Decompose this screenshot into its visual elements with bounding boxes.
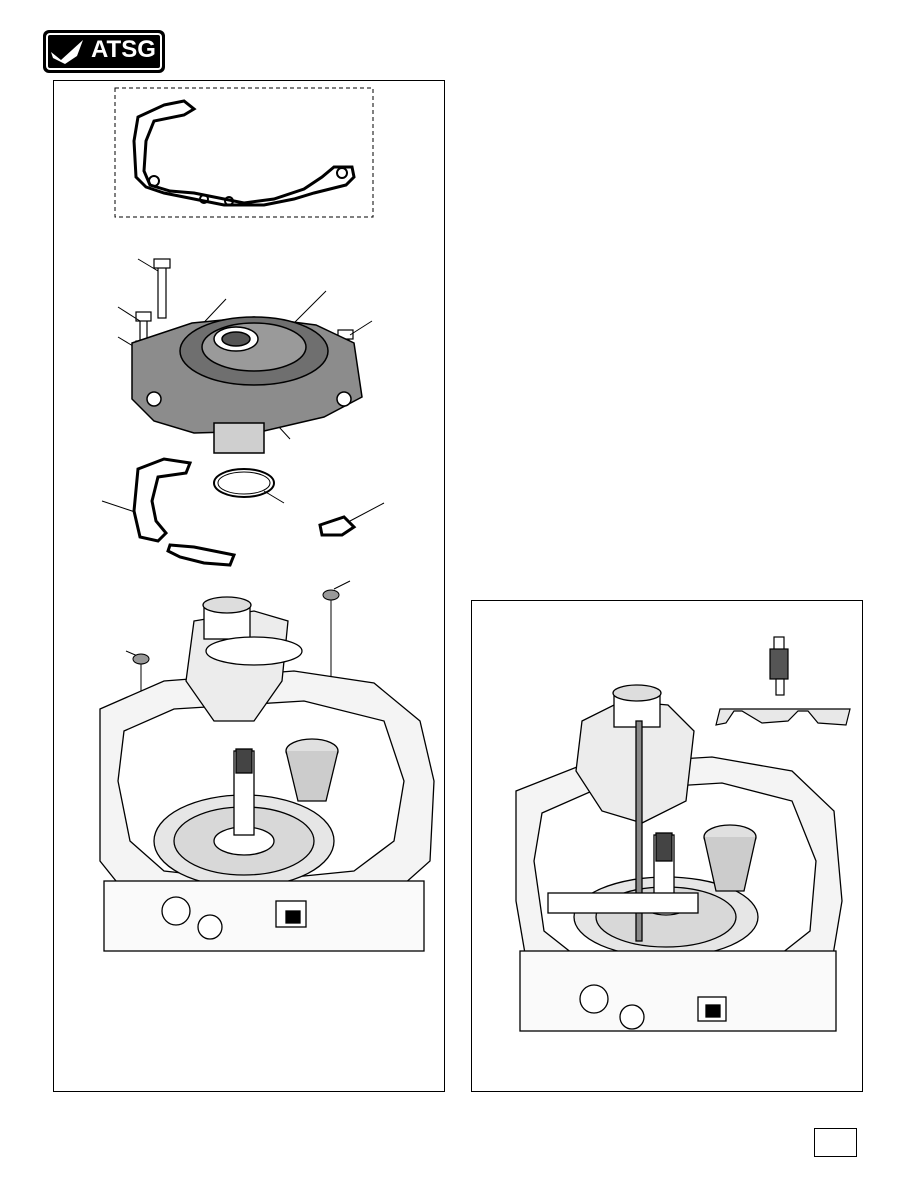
page-number-box: [814, 1128, 857, 1157]
checkmark-icon: [51, 40, 83, 64]
logo-text: ATSG: [91, 36, 156, 63]
depth-measurement-illustration: [515, 636, 851, 1032]
exploded-view-illustration: [99, 87, 435, 952]
transmission-case: [99, 596, 435, 952]
depth-micrometer: [715, 636, 851, 726]
gasket-shape-right: [318, 515, 357, 537]
washer-left: [132, 653, 150, 665]
transmission-case-right: [515, 684, 843, 1032]
seal-ring: [213, 468, 275, 498]
gasket-shape-bottom: [166, 543, 237, 567]
gasket-shape-left: [132, 457, 193, 543]
gasket-inset-box: [114, 87, 374, 218]
atsg-logo: ATSG: [43, 30, 165, 73]
pump-cover-assembly: [131, 316, 363, 454]
gasket-shape-top: [132, 99, 356, 207]
figure-panel-left: [53, 80, 445, 1092]
washer-right: [322, 589, 340, 601]
figure-panel-right: [471, 600, 863, 1092]
